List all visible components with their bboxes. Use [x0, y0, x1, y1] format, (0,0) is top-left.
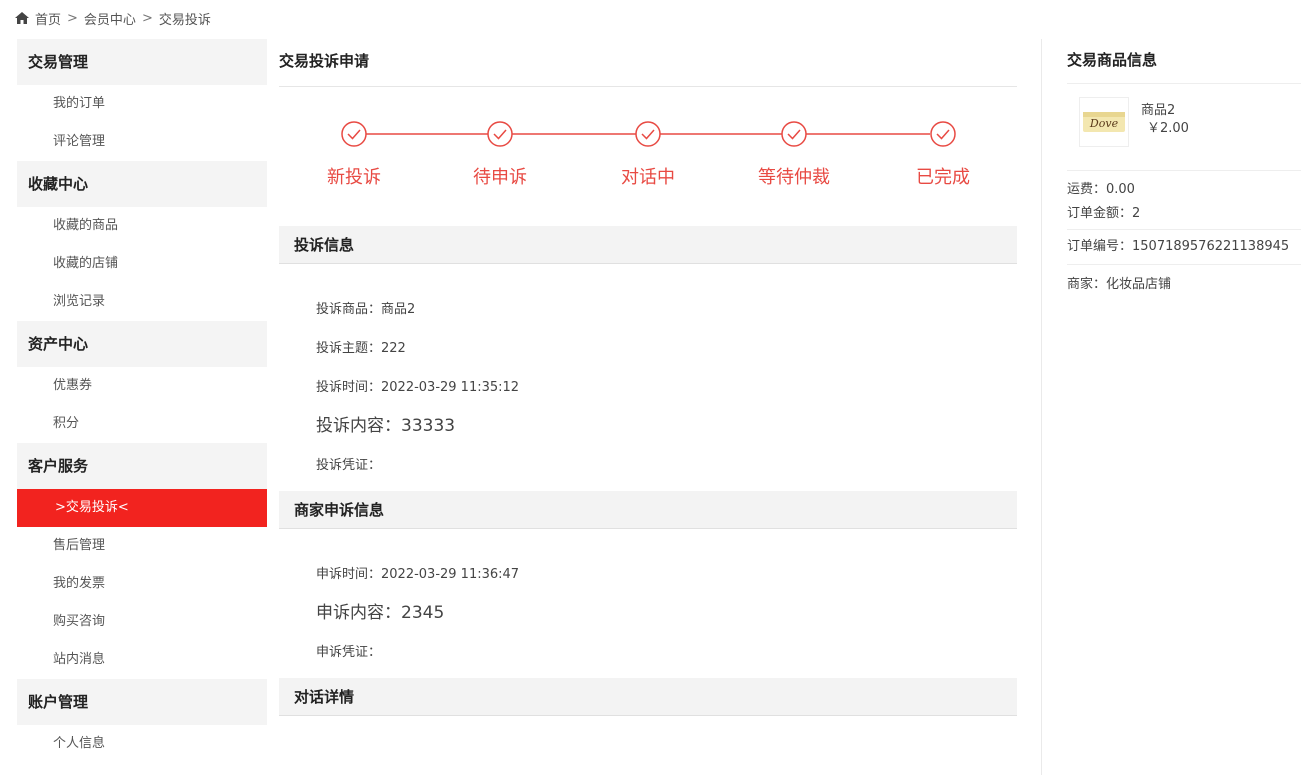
step-check-icon — [930, 121, 956, 147]
appeal-evidence: 申诉凭证： — [316, 645, 382, 660]
home-icon[interactable] — [14, 11, 30, 25]
step-label-completed: 已完成 — [916, 167, 970, 188]
appeal-info-heading: 商家申诉信息 — [279, 491, 1017, 529]
breadcrumb-current: 交易投诉 — [158, 12, 211, 28]
complaint-evidence: 投诉凭证： — [316, 458, 382, 473]
step-check-icon — [635, 121, 661, 147]
appeal-time: 申诉时间：2022-03-29 11:36:47 — [316, 567, 520, 582]
breadcrumb-separator: > — [67, 10, 78, 26]
breadcrumb-separator: > — [141, 10, 153, 26]
order-number-block: 订单编号：1507189576221138945 — [1067, 230, 1301, 265]
order-number: 订单编号：1507189576221138945 — [1067, 239, 1290, 254]
product-thumbnail: Dove — [1083, 112, 1125, 132]
product-card[interactable]: Dove 商品2 ￥2.00 — [1067, 84, 1301, 171]
sidebar-group-favorites: 收藏中心 — [17, 161, 267, 207]
sidebar-item-inquiries[interactable]: 购买咨询 — [17, 603, 267, 641]
sidebar-item-invoices[interactable]: 我的发票 — [17, 565, 267, 603]
shipping-fee: 运费：0.00 — [1067, 182, 1135, 197]
complaint-product: 投诉商品：商品2 — [316, 302, 416, 317]
complaint-subject: 投诉主题：222 — [316, 341, 406, 356]
sidebar-group-account: 账户管理 — [17, 679, 267, 725]
merchant-name: 商家：化妆品店铺 — [1067, 277, 1172, 292]
sidebar-item-points[interactable]: 积分 — [17, 405, 267, 443]
step-check-icon — [487, 121, 513, 147]
appeal-info: 申诉时间：2022-03-29 11:36:47 申诉内容：2345 申诉凭证： — [279, 529, 1017, 678]
step-check-icon — [341, 121, 367, 147]
sidebar-group-service: 客户服务 — [17, 443, 267, 489]
breadcrumb-member-center-link[interactable]: 会员中心 — [83, 12, 136, 28]
sidebar-item-complaints[interactable]: >交易投诉< — [17, 489, 267, 527]
appeal-content: 申诉内容：2345 — [316, 603, 445, 623]
sidebar-group-assets: 资产中心 — [17, 321, 267, 367]
sidebar-item-messages[interactable]: 站内消息 — [17, 641, 267, 679]
complaint-content: 投诉内容：33333 — [316, 416, 456, 436]
order-amount: 订单金额：2 — [1067, 206, 1141, 221]
progress-steps: 新投诉 待申诉 对话中 等待仲裁 已完成 — [279, 87, 1017, 226]
complaint-info: 投诉商品：商品2 投诉主题：222 投诉时间：2022-03-29 11:35:… — [279, 264, 1017, 491]
sidebar-group-trade: 交易管理 — [17, 39, 267, 85]
dialog-details-heading: 对话详情 — [279, 678, 1017, 716]
order-amounts: 运费：0.00 订单金额：2 — [1067, 171, 1301, 230]
page-title: 交易投诉申请 — [279, 39, 1017, 87]
breadcrumb: 首页 > 会员中心 > 交易投诉 — [14, 8, 211, 28]
merchant-block: 商家：化妆品店铺 — [1067, 265, 1301, 305]
sidebar-item-coupons[interactable]: 优惠券 — [17, 367, 267, 405]
main-content: 交易投诉申请 新投诉 — [279, 39, 1017, 775]
sidebar-item-my-orders[interactable]: 我的订单 — [17, 85, 267, 123]
sidebar-item-fav-shops[interactable]: 收藏的店铺 — [17, 245, 267, 283]
progress-steps-graphic — [341, 121, 956, 147]
product-image[interactable]: Dove — [1079, 97, 1129, 147]
sidebar-item-reviews[interactable]: 评论管理 — [17, 123, 267, 161]
sidebar-item-history[interactable]: 浏览记录 — [17, 283, 267, 321]
sidebar-item-profile[interactable]: 个人信息 — [17, 725, 267, 763]
step-check-icon — [781, 121, 807, 147]
sidebar-item-fav-products[interactable]: 收藏的商品 — [17, 207, 267, 245]
step-label-new: 新投诉 — [327, 167, 381, 188]
breadcrumb-home-link[interactable]: 首页 — [35, 12, 62, 28]
complaint-time: 投诉时间：2022-03-29 11:35:12 — [316, 380, 520, 395]
sidebar-item-after-sales[interactable]: 售后管理 — [17, 527, 267, 565]
step-label-awaiting-arbitration: 等待仲裁 — [758, 167, 830, 188]
step-label-pending-appeal: 待申诉 — [473, 167, 527, 188]
svg-text:Dove: Dove — [1089, 117, 1119, 130]
sidebar-nav: 交易管理 我的订单 评论管理 收藏中心 收藏的商品 收藏的店铺 浏览记录 资产中… — [17, 39, 267, 775]
product-name[interactable]: 商品2 — [1141, 103, 1176, 118]
order-product-panel: 交易商品信息 Dove 商品2 ￥2.00 运费：0.00 订单金额：2 订单编… — [1041, 39, 1301, 775]
product-price: ￥2.00 — [1147, 121, 1189, 136]
panel-title: 交易商品信息 — [1067, 39, 1301, 84]
step-label-in-dialog: 对话中 — [621, 167, 675, 188]
complaint-info-heading: 投诉信息 — [279, 226, 1017, 264]
